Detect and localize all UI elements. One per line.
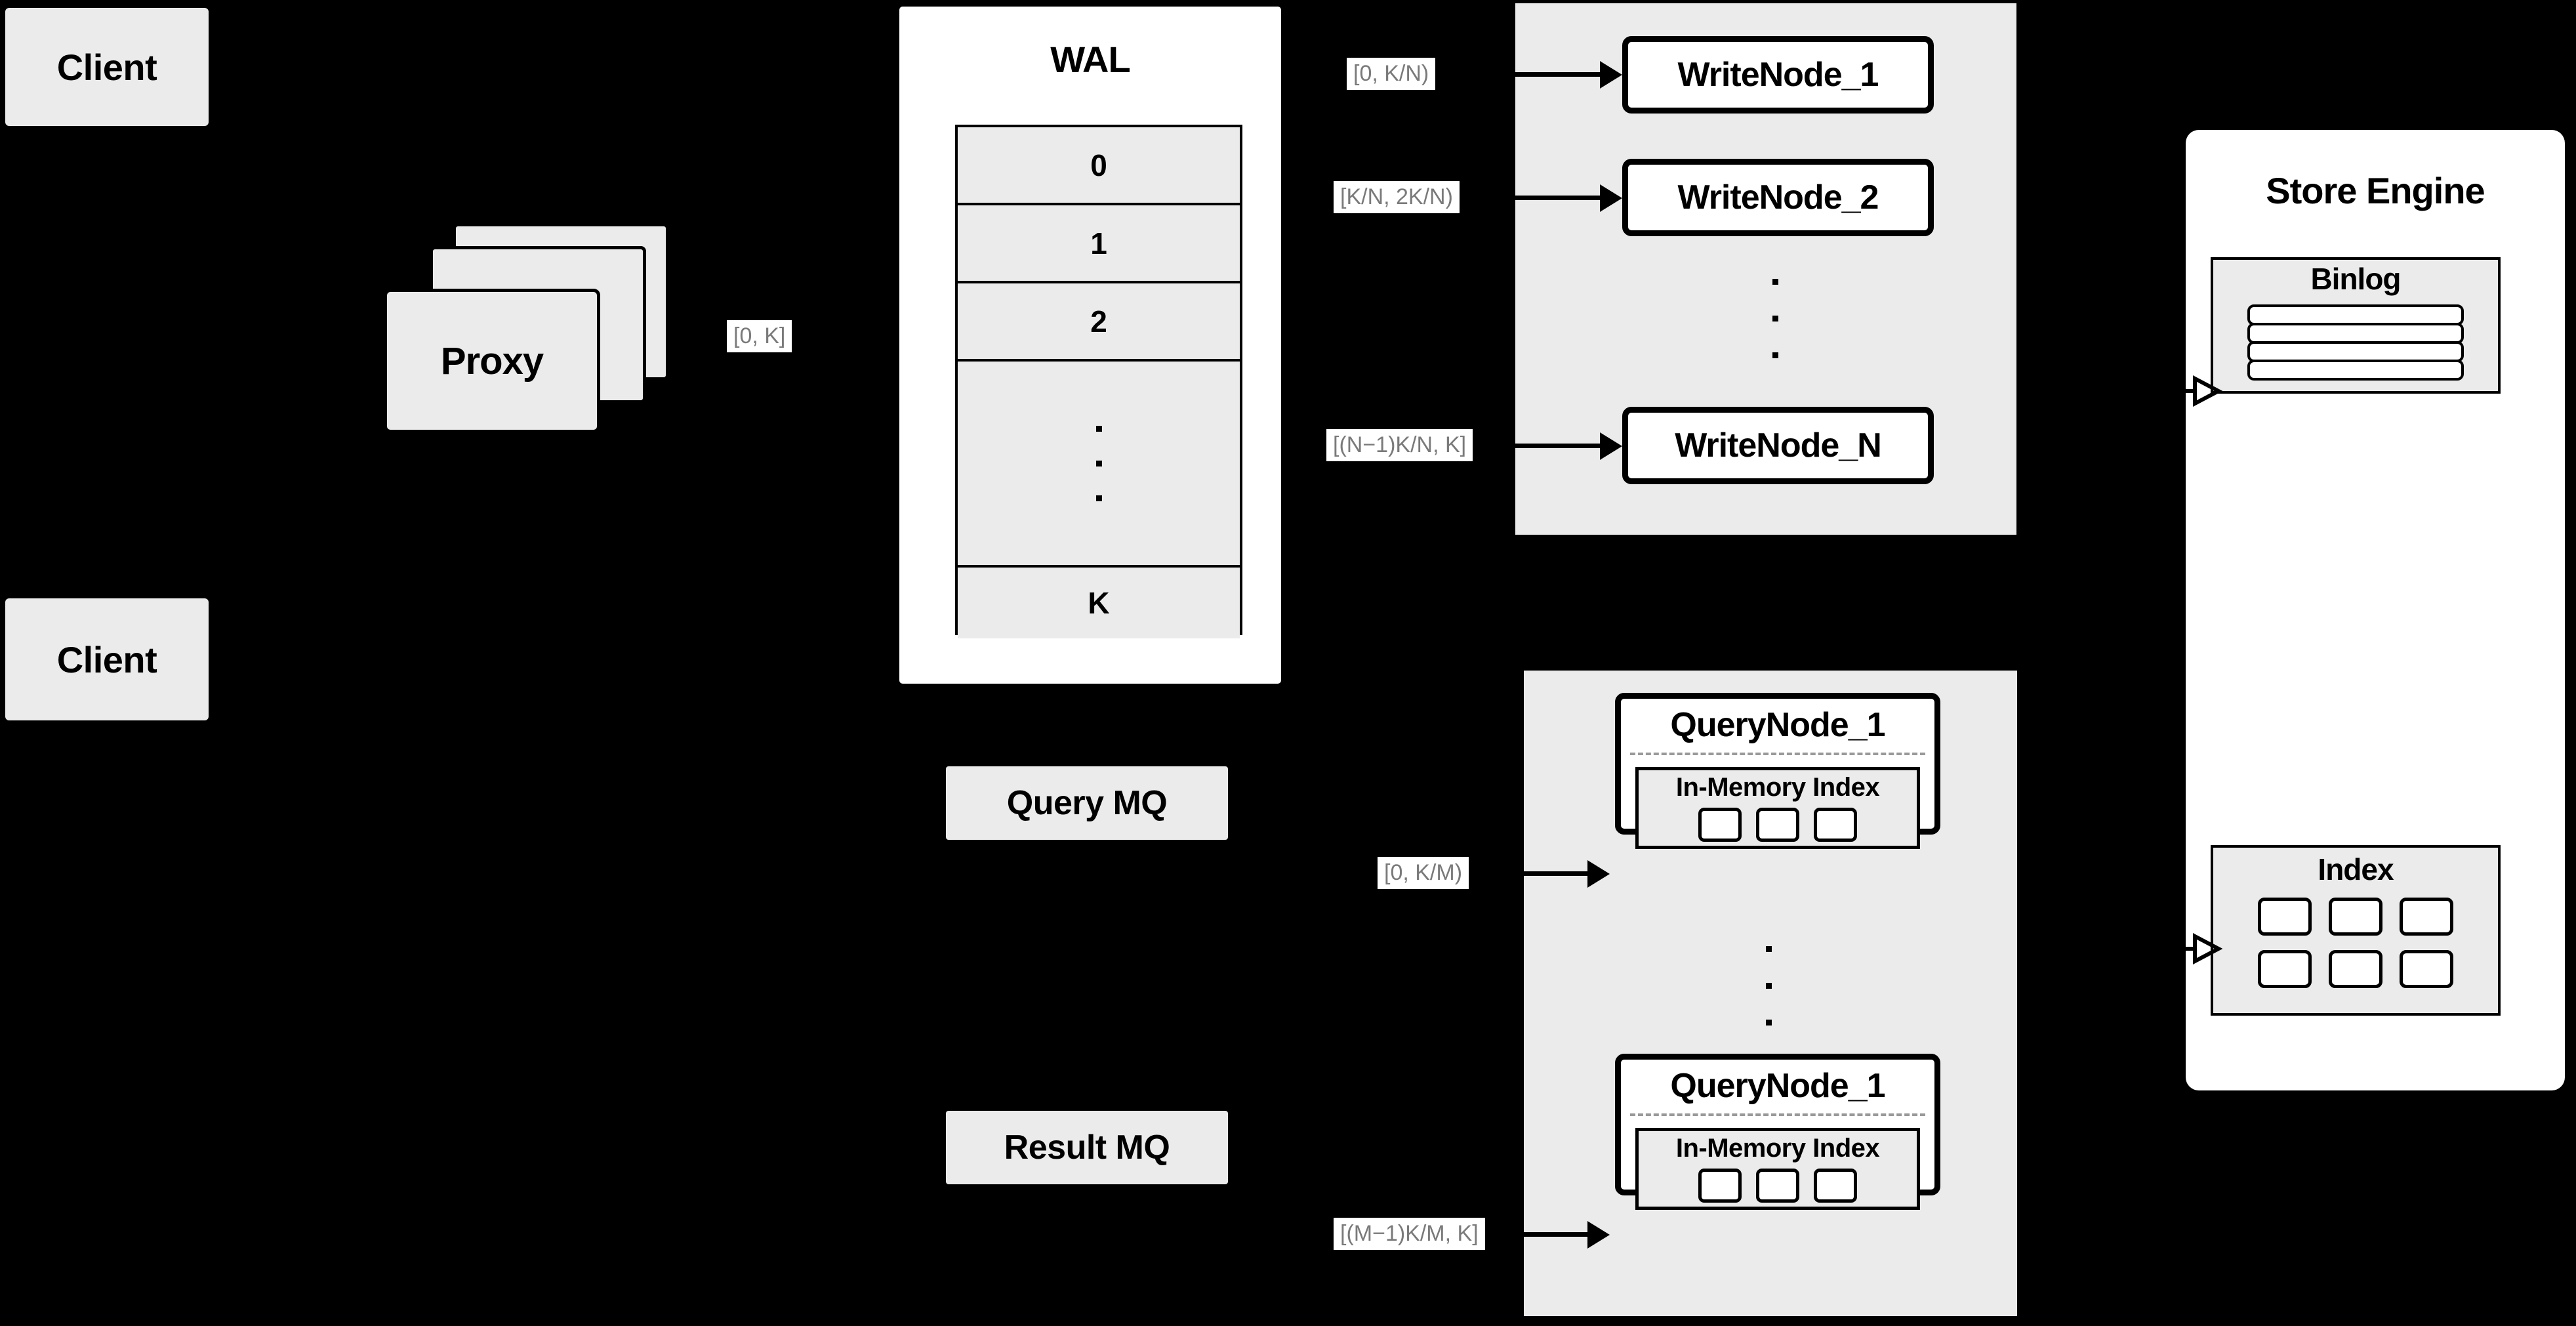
client-box-2[interactable]: Client	[5, 598, 209, 720]
in-memory-index-1-cells	[1639, 808, 1917, 842]
vertical-ellipsis-icon	[1095, 425, 1102, 501]
wal-row-ellipsis	[958, 362, 1240, 568]
binlog-bar[interactable]	[2247, 360, 2464, 381]
proxy-box[interactable]: Proxy	[384, 289, 600, 433]
index-grid	[2213, 898, 2498, 988]
query-node-1-range-text: [0, K/M)	[1384, 860, 1463, 885]
query-node-2-arrow-head	[1587, 1221, 1610, 1249]
index-cell[interactable]	[2258, 898, 2312, 936]
write-cluster-vertical-ellipsis-icon	[1772, 279, 1778, 358]
index-box: Index	[2211, 845, 2501, 1016]
wal-row-label: 0	[1090, 148, 1107, 182]
write-node-n-range-text: [(N−1)K/N, K]	[1333, 432, 1467, 457]
write-node-1-label: WriteNode_1	[1677, 56, 1879, 94]
query-node-1-range-label: [0, K/M)	[1378, 857, 1469, 890]
index-cell[interactable]	[1756, 808, 1799, 842]
index-cell[interactable]	[2400, 898, 2453, 936]
index-cell[interactable]	[1756, 1169, 1799, 1203]
query-node-1-arrow-shaft	[1524, 871, 1589, 876]
write-node-n-arrow-head	[1600, 432, 1622, 460]
wal-row-label: 1	[1090, 226, 1107, 260]
query-node-1-divider	[1630, 753, 1925, 755]
index-cell[interactable]	[2258, 950, 2312, 988]
write-node-1-range-text: [0, K/N)	[1353, 61, 1429, 86]
wal-panel: WAL 0 1 2 K	[896, 3, 1284, 687]
index-inbound-arrow	[2177, 933, 2222, 964]
query-node-2-divider	[1630, 1113, 1925, 1116]
write-node-1[interactable]: WriteNode_1	[1622, 36, 1934, 114]
write-node-n[interactable]: WriteNode_N	[1622, 407, 1934, 484]
index-cell[interactable]	[2400, 950, 2453, 988]
binlog-box: Binlog	[2211, 257, 2501, 394]
store-engine-title: Store Engine	[2266, 170, 2485, 211]
result-mq-label: Result MQ	[1004, 1129, 1170, 1167]
query-node-2-range-text: [(M−1)K/M, K]	[1340, 1221, 1479, 1246]
index-cell[interactable]	[2329, 898, 2382, 936]
write-node-2[interactable]: WriteNode_2	[1622, 159, 1934, 236]
proxy-range-label: [0, K]	[727, 320, 792, 353]
in-memory-index-1-title: In-Memory Index	[1675, 773, 1880, 802]
client-label-1: Client	[56, 46, 157, 88]
wal-table: 0 1 2 K	[955, 125, 1242, 638]
index-cell[interactable]	[1698, 808, 1742, 842]
index-cell[interactable]	[1698, 1169, 1742, 1203]
binlog-bars	[2247, 304, 2464, 381]
index-cell[interactable]	[2329, 950, 2382, 988]
index-cell[interactable]	[1814, 808, 1857, 842]
wal-title: WAL	[1050, 39, 1130, 80]
write-node-n-arrow-shaft	[1515, 444, 1602, 448]
client-box-1[interactable]: Client	[5, 8, 209, 126]
index-cell[interactable]	[1814, 1169, 1857, 1203]
query-mq-label: Query MQ	[1006, 784, 1168, 822]
write-node-1-arrow-head	[1600, 61, 1622, 89]
wal-row: 1	[958, 205, 1240, 283]
in-memory-index-2-cells	[1639, 1169, 1917, 1203]
query-node-1[interactable]: QueryNode_1 In-Memory Index	[1615, 693, 1940, 849]
wal-row-label: K	[1088, 586, 1110, 620]
query-node-2-title: QueryNode_1	[1670, 1067, 1885, 1105]
store-engine-panel: Store Engine Binlog Index	[2186, 130, 2565, 1090]
write-node-2-range-label: [K/N, 2K/N)	[1334, 181, 1460, 214]
wal-row: K	[958, 568, 1240, 638]
wal-row: 2	[958, 283, 1240, 362]
client-label-2: Client	[56, 638, 157, 680]
proxy-range-label-text: [0, K]	[733, 323, 786, 348]
proxy-label: Proxy	[440, 339, 544, 383]
write-node-1-arrow-shaft	[1515, 72, 1602, 77]
write-node-n-range-label: [(N−1)K/N, K]	[1326, 429, 1473, 462]
write-node-2-label: WriteNode_2	[1677, 178, 1879, 217]
query-node-2-arrow-shaft	[1524, 1232, 1589, 1237]
write-node-2-range-text: [K/N, 2K/N)	[1340, 184, 1453, 209]
wal-row-label: 2	[1090, 304, 1107, 339]
in-memory-index-2-title: In-Memory Index	[1675, 1134, 1880, 1163]
write-node-1-range-label: [0, K/N)	[1347, 58, 1436, 91]
in-memory-index-1: In-Memory Index	[1635, 767, 1920, 849]
write-node-2-arrow-head	[1600, 184, 1622, 212]
binlog-title: Binlog	[2310, 262, 2401, 296]
write-node-2-arrow-shaft	[1515, 196, 1602, 200]
query-node-2[interactable]: QueryNode_1 In-Memory Index	[1615, 1054, 1940, 1210]
result-mq-box[interactable]: Result MQ	[946, 1111, 1228, 1184]
binlog-bar[interactable]	[2247, 304, 2464, 325]
index-title: Index	[2318, 852, 2394, 886]
query-cluster-vertical-ellipsis-icon	[1766, 946, 1772, 1026]
binlog-inbound-arrow	[2177, 375, 2222, 407]
query-node-2-range-label: [(M−1)K/M, K]	[1334, 1218, 1485, 1251]
in-memory-index-2: In-Memory Index	[1635, 1128, 1920, 1210]
index-row	[2258, 898, 2453, 936]
query-mq-box[interactable]: Query MQ	[946, 766, 1228, 840]
index-row	[2258, 950, 2453, 988]
wal-row: 0	[958, 127, 1240, 205]
query-node-1-title: QueryNode_1	[1670, 706, 1885, 744]
write-node-n-label: WriteNode_N	[1675, 426, 1882, 465]
query-node-1-arrow-head	[1587, 860, 1610, 888]
